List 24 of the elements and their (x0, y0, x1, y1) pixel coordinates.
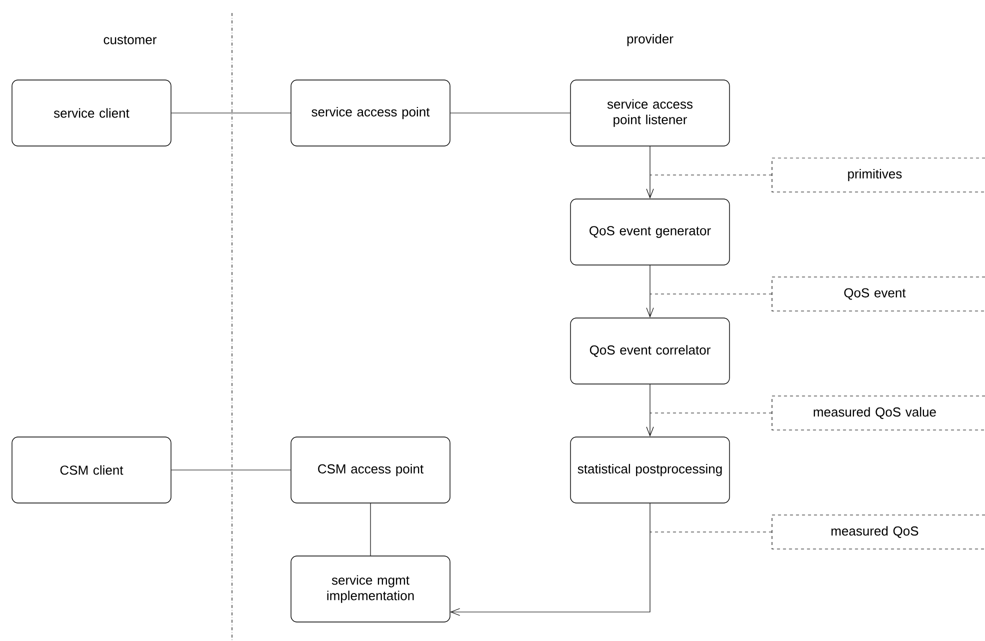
leader-line (650, 412, 772, 414)
column-heading: customer (104, 36, 156, 44)
leader-line (650, 174, 772, 176)
arrow (646, 265, 654, 318)
note-box: measured QoS value (772, 396, 985, 430)
note-box: primitives (772, 158, 985, 192)
note-box: measured QoS (772, 514, 985, 550)
process-box: QoS event correlator (570, 318, 730, 384)
connector-line (450, 112, 570, 114)
process-box: service access point listener (570, 80, 730, 146)
process-box: statistical postprocessing (570, 436, 730, 504)
process-box: service client (12, 80, 172, 146)
arrow (646, 384, 654, 437)
arrow (646, 146, 654, 199)
process-box: QoS event generator (570, 198, 730, 266)
process-box: CSM access point (290, 436, 450, 504)
process-box: CSM client (12, 436, 172, 504)
arrow (450, 503, 650, 616)
process-box: service access point (290, 80, 450, 146)
process-box: service mgmt implementation (290, 556, 450, 622)
connector-line (171, 112, 291, 114)
column-heading: provider (627, 34, 674, 46)
note-box: QoS event (772, 276, 985, 312)
connector-line (370, 503, 371, 556)
